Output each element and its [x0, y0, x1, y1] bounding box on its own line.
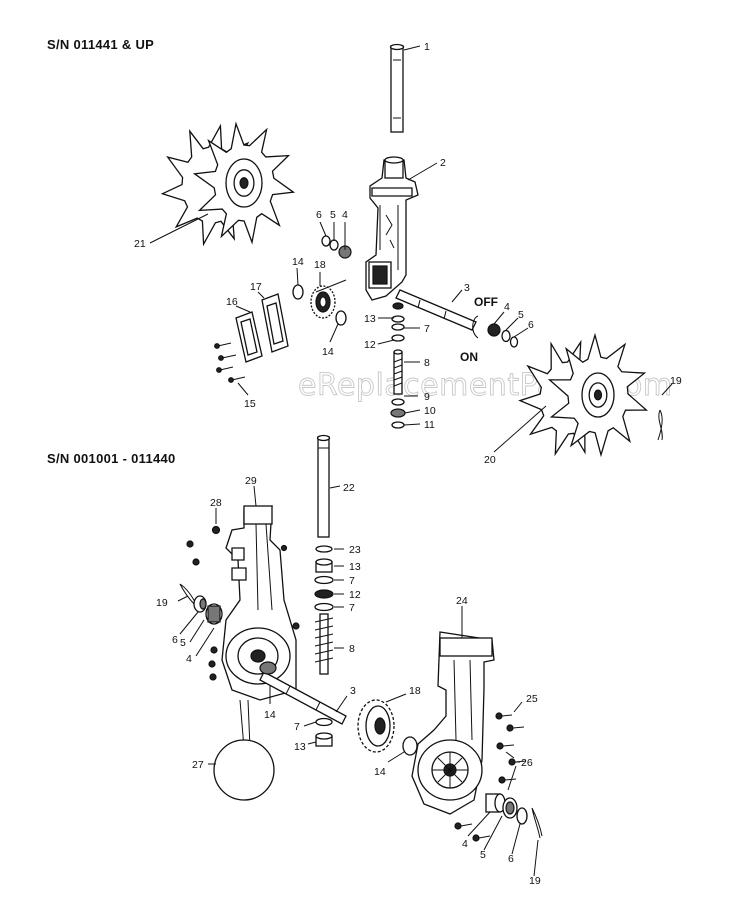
- callout-u20: 20: [484, 454, 496, 466]
- tine-assembly-left: [160, 121, 296, 247]
- gear-housing: [365, 156, 419, 301]
- callout-u14a: 14: [292, 256, 304, 268]
- callout-l7a: 7: [349, 575, 355, 587]
- callout-l28: 28: [210, 497, 222, 509]
- leaders-lower: [177, 485, 539, 877]
- callout-l6a: 6: [172, 634, 178, 646]
- callout-u6b: 6: [528, 319, 534, 331]
- worm-gear: [310, 285, 336, 319]
- callout-u17: 17: [250, 281, 262, 293]
- callout-u18: 18: [314, 259, 326, 271]
- callout-l27: 27: [192, 759, 204, 771]
- upper-drive-shaft: [389, 43, 405, 133]
- callout-u7: 7: [424, 323, 430, 335]
- callout-l26: 26: [521, 757, 533, 769]
- callout-l24: 24: [456, 595, 468, 607]
- callout-u5a: 5: [330, 209, 336, 221]
- callout-labels: 1234564567891011121314141516171819202122…: [134, 41, 682, 887]
- callout-u8: 8: [424, 357, 430, 369]
- axle-lower: [259, 661, 347, 725]
- callout-l3: 3: [350, 685, 356, 697]
- seal-lower: [315, 717, 333, 727]
- header-lower-serial: S/N 001001 - 011440: [47, 451, 176, 466]
- bushing-lower: [315, 732, 333, 747]
- switch-label-off: OFF: [474, 295, 498, 309]
- callout-l8: 8: [349, 643, 355, 655]
- callout-u19: 19: [670, 375, 682, 387]
- callout-l25: 25: [526, 693, 538, 705]
- tine-axle: [395, 289, 477, 331]
- callout-l23: 23: [349, 544, 361, 556]
- leaders-upper: [149, 45, 673, 453]
- lower-assembly: [177, 434, 543, 877]
- callout-u12: 12: [364, 339, 376, 351]
- washer-stack-lower-left: [179, 583, 223, 625]
- thrust-washer-lower-gear: [402, 736, 418, 756]
- callout-l18: 18: [409, 685, 421, 697]
- callout-u13: 13: [364, 313, 376, 325]
- callout-u15: 15: [244, 398, 256, 410]
- callout-u4a: 4: [342, 209, 348, 221]
- tine-assembly-right: [518, 332, 649, 458]
- callout-l14b: 14: [374, 766, 386, 778]
- upper-assembly: OFF ON: [149, 43, 673, 458]
- washer-stack-lower-right: [485, 793, 543, 839]
- callout-u16: 16: [226, 296, 238, 308]
- callout-l5a: 5: [180, 637, 186, 649]
- callout-u5b: 5: [518, 309, 524, 321]
- callout-u14b: 14: [322, 346, 334, 358]
- side-cover-outer: [235, 311, 263, 363]
- callout-l5b: 5: [480, 849, 486, 861]
- callout-u10: 10: [424, 405, 436, 417]
- callout-l12: 12: [349, 589, 361, 601]
- header-upper-serial: S/N 011441 & UP: [47, 37, 155, 52]
- callout-l14a: 14: [264, 709, 276, 721]
- callout-u6a: 6: [316, 209, 322, 221]
- callout-u3: 3: [464, 282, 470, 294]
- ring-gear-lower: [357, 699, 395, 753]
- thrust-washer-lower: [335, 310, 347, 326]
- callout-u4b: 4: [504, 301, 510, 313]
- callout-l6b: 6: [508, 853, 514, 865]
- callout-u1: 1: [424, 41, 430, 53]
- switch-label-on: ON: [460, 350, 478, 364]
- housing-bolts-left: [186, 525, 300, 681]
- callout-u9: 9: [424, 391, 430, 403]
- lower-drive-shaft: [316, 434, 331, 538]
- lever-paddle: [213, 699, 275, 801]
- bearing-stack-lower: [314, 545, 334, 612]
- callout-l13a: 13: [349, 561, 361, 573]
- housing-bolts-right: [454, 712, 527, 842]
- clutch-collar-group: [472, 315, 519, 348]
- callout-l19a: 19: [156, 597, 168, 609]
- hairpin-clip-upper: [657, 409, 663, 441]
- thrust-washer-upper: [292, 284, 304, 300]
- worm-screw: [314, 613, 334, 675]
- callout-l7b: 7: [349, 602, 355, 614]
- cover-screws: [214, 342, 246, 383]
- callout-l19b: 19: [529, 875, 541, 887]
- worm-shaft-stack: [390, 302, 406, 429]
- callout-l4b: 4: [462, 838, 468, 850]
- callout-l22: 22: [343, 482, 355, 494]
- callout-l7c: 7: [294, 721, 300, 733]
- callout-l29: 29: [245, 475, 257, 487]
- callout-u21: 21: [134, 238, 146, 250]
- callout-l13b: 13: [294, 741, 306, 753]
- gasket-inner: [261, 293, 289, 353]
- washer-stack-upper-left: [321, 235, 352, 259]
- tine-hub: [239, 177, 249, 189]
- tine-hub: [593, 389, 603, 401]
- callout-u11: 11: [424, 419, 435, 431]
- callout-u2: 2: [440, 157, 446, 169]
- callout-l4a: 4: [186, 653, 192, 665]
- gear-housing-right: [411, 631, 495, 815]
- gear-housing-left: [221, 505, 297, 701]
